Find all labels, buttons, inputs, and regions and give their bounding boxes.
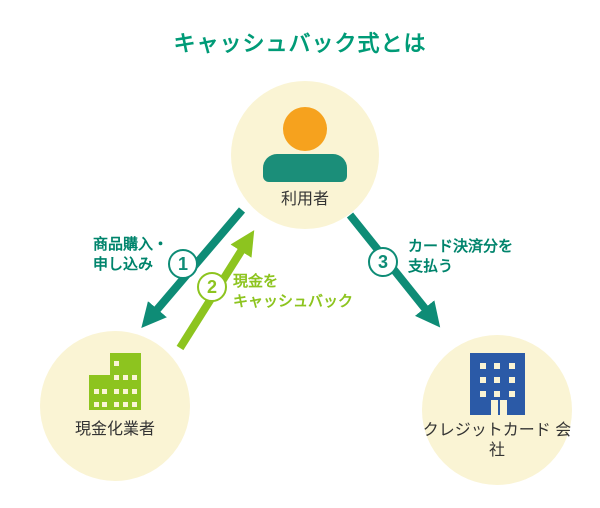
payment-label-line2: 支払う xyxy=(408,258,454,275)
diagram-title: キャッシュバック式とは xyxy=(173,31,427,56)
purchase-arrow-label: 商品購入・ 申し込み xyxy=(93,235,168,275)
arrow-purchase xyxy=(141,207,246,329)
purchase-label-line2: 申し込み xyxy=(93,256,154,273)
cashback-arrow-label: 現金を キャッシュバック xyxy=(233,272,353,312)
cashback-label-line1: 現金を xyxy=(233,273,279,290)
payment-arrow-label: カード決済分を 支払う xyxy=(408,237,513,277)
payment-label-line1: カード決済分を xyxy=(408,238,514,255)
step-badge-2: 2 xyxy=(197,272,227,302)
person-icon xyxy=(263,107,347,182)
node-credit-card-company: クレジットカード 会社 xyxy=(422,335,572,485)
credit-label-line1: クレジットカード xyxy=(422,422,551,439)
node-user: 利用者 xyxy=(231,81,379,229)
step-badge-1: 1 xyxy=(168,249,198,279)
purchase-label-line1: 商品購入・ xyxy=(93,236,169,253)
person-head xyxy=(283,107,327,151)
credit-label-line2: 会社 xyxy=(488,422,572,459)
building-green-icon xyxy=(89,353,141,410)
node-credit-card-company-label: クレジットカード 会社 xyxy=(422,421,572,461)
node-cash-business: 現金化業者 xyxy=(40,331,190,481)
cashback-label-line2: キャッシュバック xyxy=(233,293,354,310)
person-body xyxy=(263,154,347,182)
building-blue-icon xyxy=(469,353,525,415)
node-cash-business-label: 現金化業者 xyxy=(74,421,155,438)
step-badge-3: 3 xyxy=(368,247,398,277)
node-user-label: 利用者 xyxy=(280,191,329,208)
